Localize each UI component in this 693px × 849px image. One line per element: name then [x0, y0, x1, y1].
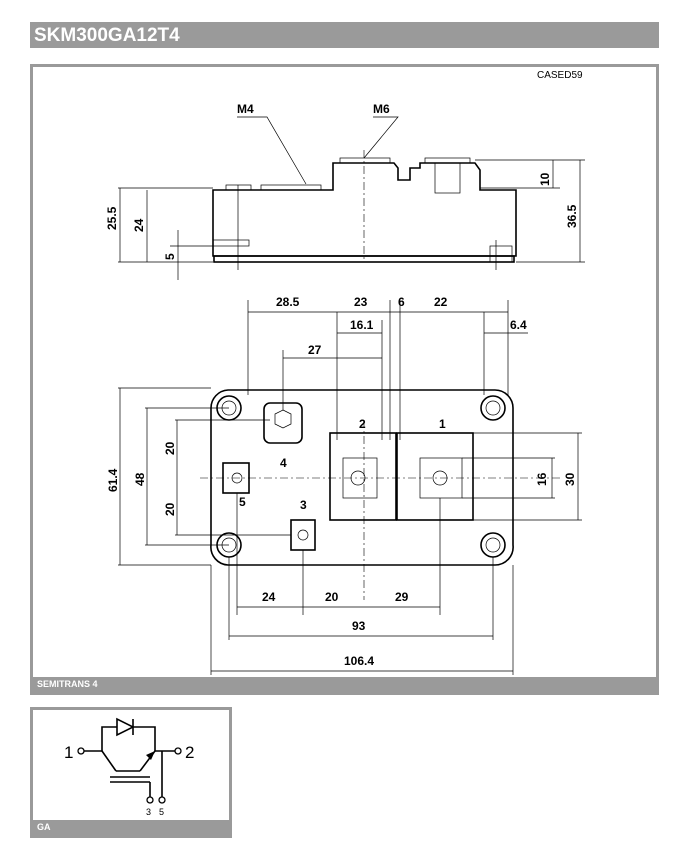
- pin-5-label: 5: [159, 807, 164, 817]
- dim-61-4: 61.4: [106, 468, 120, 492]
- side-view: M4 M6 25.5 24 5 10 36.5: [105, 102, 585, 280]
- dim-24: 24: [132, 218, 146, 232]
- dim-30: 30: [563, 472, 577, 486]
- thread-label-m4: M4: [237, 102, 254, 116]
- case-footer-label: SEMITRANS 4: [33, 677, 656, 692]
- dim-23: 23: [354, 295, 368, 309]
- dim-22: 22: [434, 295, 448, 309]
- dim-16: 16: [535, 472, 549, 486]
- top-view: 28.5 23 6 22 16.1 27 6.4 61.4 48 20 20 1…: [106, 295, 582, 675]
- dim-25-5: 25.5: [105, 206, 119, 230]
- dim-24-bottom: 24: [262, 590, 276, 604]
- case-drawing-frame: SEMITRANS 4: [30, 64, 659, 695]
- terminal-label-1: 1: [439, 417, 446, 431]
- case-code: CASED59: [537, 70, 583, 81]
- dim-20-lower: 20: [163, 502, 177, 516]
- dim-6: 6: [398, 295, 405, 309]
- dim-29: 29: [395, 590, 409, 604]
- pin-3-label: 3: [146, 807, 151, 817]
- terminal-label-2: 2: [359, 417, 366, 431]
- dim-48: 48: [133, 472, 147, 486]
- terminal-label-5: 5: [239, 495, 246, 509]
- dim-20-bottom: 20: [325, 590, 339, 604]
- dim-93: 93: [352, 619, 366, 633]
- dim-16-1: 16.1: [350, 318, 374, 332]
- pin-2-label: 2: [185, 743, 194, 762]
- dim-106-4: 106.4: [344, 654, 374, 668]
- igbt-schematic: 1 2 3 5: [64, 717, 194, 817]
- terminal-label-4: 4: [280, 456, 287, 470]
- dim-28-5: 28.5: [276, 295, 300, 309]
- terminal-label-3: 3: [300, 498, 307, 512]
- pin-1-label: 1: [64, 743, 73, 762]
- dim-6-4: 6.4: [510, 318, 527, 332]
- dim-36-5: 36.5: [565, 204, 579, 228]
- dim-20-upper: 20: [163, 441, 177, 455]
- dim-10: 10: [538, 172, 552, 186]
- dim-27: 27: [308, 343, 322, 357]
- dim-5: 5: [163, 253, 177, 260]
- page-title: SKM300GA12T4: [30, 22, 659, 48]
- schematic-footer-label: GA: [33, 820, 229, 835]
- thread-label-m6: M6: [373, 102, 390, 116]
